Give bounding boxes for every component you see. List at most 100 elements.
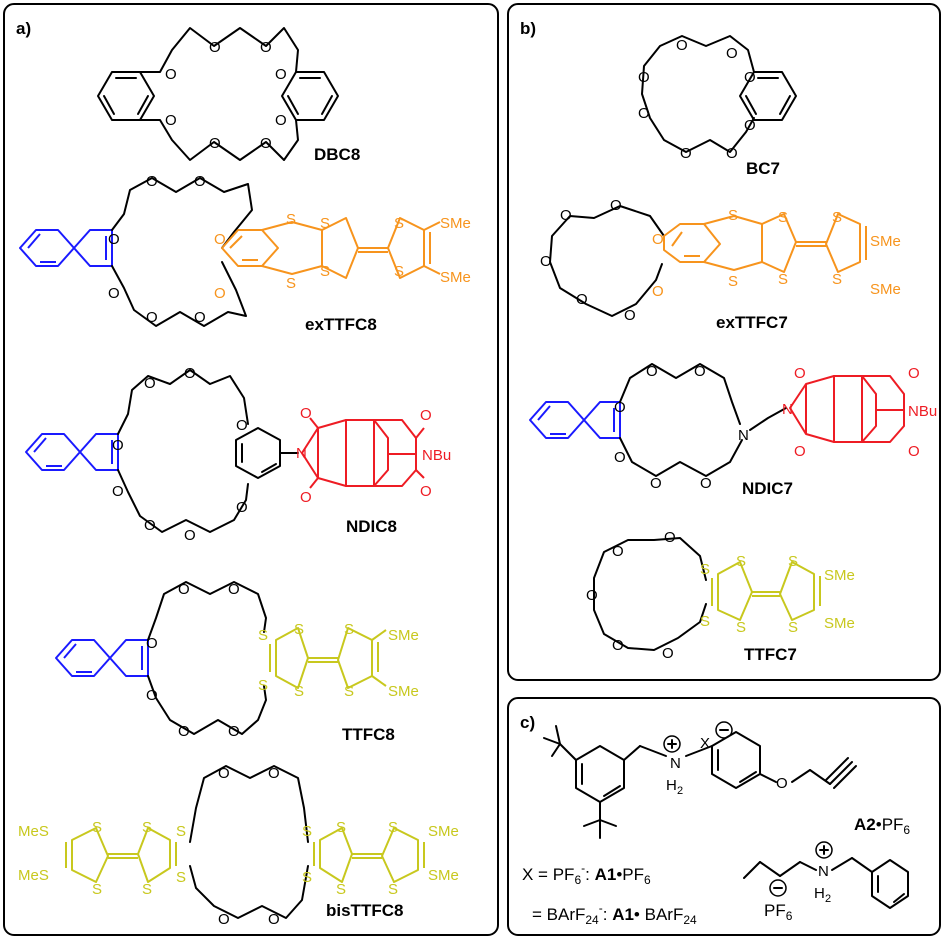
svg-text:S: S — [176, 823, 186, 840]
svg-text:O: O — [612, 543, 624, 560]
svg-text:O: O — [214, 231, 226, 248]
molecule-ttfc7 — [593, 537, 821, 651]
svg-text:O: O — [638, 69, 650, 86]
svg-text:O: O — [744, 117, 756, 134]
molecule-bc7 — [641, 35, 797, 153]
counterion-line-2: = BArF24-: A1• BArF24 — [532, 901, 697, 927]
svg-text:H: H — [666, 777, 677, 794]
svg-text:O: O — [184, 527, 196, 544]
svg-text:SMe: SMe — [428, 867, 459, 884]
svg-text:S: S — [294, 683, 304, 700]
svg-text:O: O — [236, 417, 248, 434]
svg-text:O: O — [300, 489, 312, 506]
molecule-exttfc7 — [549, 205, 867, 317]
svg-text:S: S — [344, 621, 354, 638]
panel-a-frame — [3, 3, 499, 936]
svg-text:O: O — [209, 39, 221, 56]
svg-text:O: O — [146, 173, 158, 190]
svg-text:O: O — [726, 145, 738, 162]
svg-text:O: O — [652, 283, 664, 300]
molecule-bisttfc8 — [65, 765, 425, 919]
svg-text:O: O — [650, 475, 662, 492]
svg-text:O: O — [214, 285, 226, 302]
svg-text:SMe: SMe — [388, 627, 419, 644]
svg-text:O: O — [576, 291, 588, 308]
svg-text:MeS: MeS — [18, 867, 49, 884]
svg-text:O: O — [420, 407, 432, 424]
svg-text:O: O — [540, 253, 552, 270]
svg-text:N: N — [296, 445, 307, 462]
svg-text:N: N — [782, 401, 793, 418]
svg-text:O: O — [194, 173, 206, 190]
svg-text:NBu: NBu — [908, 403, 937, 420]
svg-text:S: S — [286, 211, 296, 228]
svg-text:O: O — [236, 499, 248, 516]
svg-text:S: S — [832, 271, 842, 288]
minus-charge-icon-2 — [769, 879, 787, 897]
svg-text:SMe: SMe — [824, 615, 855, 632]
svg-text:SMe: SMe — [428, 823, 459, 840]
svg-text:O: O — [676, 37, 688, 54]
svg-text:S: S — [700, 561, 710, 578]
svg-text:S: S — [302, 869, 312, 886]
panel-b-label: b) — [520, 19, 536, 38]
svg-text:O: O — [662, 645, 674, 662]
molecule-a2-cation — [743, 857, 909, 909]
minus-charge-icon — [715, 721, 733, 739]
svg-text:O: O — [218, 765, 230, 782]
svg-text:S: S — [736, 619, 746, 636]
svg-text:SMe: SMe — [440, 215, 471, 232]
svg-text:O: O — [614, 449, 626, 466]
svg-text:O: O — [165, 66, 177, 83]
svg-text:S: S — [320, 215, 330, 232]
svg-text:O: O — [664, 529, 676, 546]
svg-text:O: O — [184, 365, 196, 382]
svg-text:S: S — [394, 215, 404, 232]
svg-text:O: O — [268, 911, 280, 928]
svg-text:NBu: NBu — [422, 447, 451, 464]
svg-text:O: O — [112, 483, 124, 500]
svg-text:O: O — [776, 775, 788, 792]
svg-text:O: O — [108, 231, 120, 248]
svg-text:O: O — [794, 443, 806, 460]
svg-text:O: O — [178, 581, 190, 598]
svg-text:X: X — [700, 735, 710, 752]
svg-text:N: N — [738, 427, 749, 444]
svg-text:O: O — [144, 375, 156, 392]
svg-text:O: O — [146, 635, 158, 652]
svg-text:SMe: SMe — [870, 233, 901, 250]
svg-text:O: O — [624, 307, 636, 324]
svg-text:S: S — [142, 819, 152, 836]
svg-text:S: S — [302, 823, 312, 840]
svg-text:S: S — [736, 553, 746, 570]
svg-text:O: O — [178, 723, 190, 740]
molecule-ndic8 — [25, 369, 425, 533]
svg-text:O: O — [146, 687, 158, 704]
svg-text:O: O — [638, 105, 650, 122]
svg-text:N: N — [818, 863, 829, 880]
svg-text:2: 2 — [677, 785, 683, 797]
svg-text:SMe: SMe — [388, 683, 419, 700]
svg-text:S: S — [286, 275, 296, 292]
svg-text:O: O — [218, 911, 230, 928]
molecule-a1-cation — [543, 725, 857, 839]
svg-text:SMe: SMe — [440, 269, 471, 286]
svg-text:S: S — [336, 819, 346, 836]
svg-text:O: O — [610, 197, 622, 214]
svg-text:S: S — [344, 683, 354, 700]
svg-text:S: S — [394, 263, 404, 280]
svg-text:O: O — [680, 145, 692, 162]
svg-text:S: S — [336, 881, 346, 898]
svg-text:H: H — [814, 885, 825, 902]
molecule-exttfc8 — [19, 177, 441, 327]
label-ndic8: NDIC8 — [346, 517, 397, 536]
svg-text:S: S — [320, 263, 330, 280]
svg-text:S: S — [142, 881, 152, 898]
svg-text:O: O — [228, 581, 240, 598]
svg-text:O: O — [652, 231, 664, 248]
svg-text:O: O — [275, 66, 287, 83]
svg-text:S: S — [832, 209, 842, 226]
svg-text:O: O — [144, 517, 156, 534]
panel-c-label: c) — [520, 713, 535, 732]
svg-text:S: S — [176, 869, 186, 886]
